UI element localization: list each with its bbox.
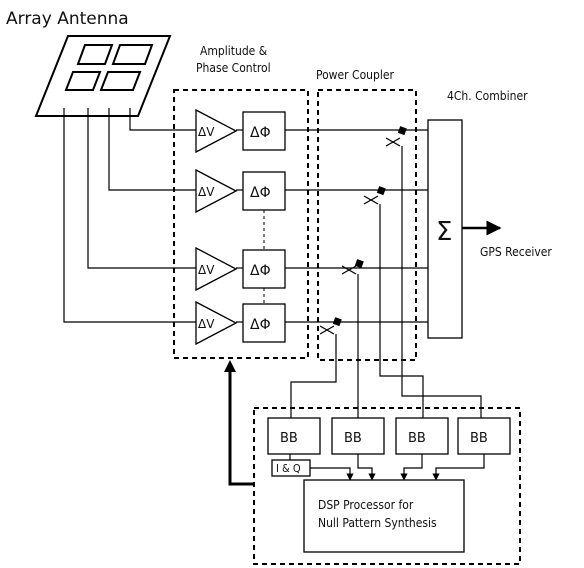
amplifier-4 [195,300,238,346]
coupler-4 [319,317,342,335]
phase-shifter-4-symbol: ΔΦ [250,317,271,333]
amplifier-1-symbol: ΔV [198,125,215,139]
amplitude-phase-control-group [173,89,309,359]
coupler-2 [363,186,386,205]
amplitude-phase-label-line1: Amplitude & [200,44,268,58]
phase-shifter-1 [242,111,286,151]
amplifier-1 [195,108,238,154]
baseband-3 [395,417,449,455]
baseband-2-label: BB [344,431,362,446]
feedback-control-arrowhead [224,360,236,372]
array-antenna [34,35,172,117]
iq-label: I & Q [276,462,301,475]
baseband-1 [267,417,321,455]
four-channel-combiner [427,119,463,339]
amplitude-phase-label-line2: Phase Control [196,61,271,75]
combiner-label: 4Ch. Combiner [447,89,528,103]
dsp-processor [303,479,465,553]
coupler-1 [385,126,407,147]
dsp-label-line1: DSP Processor for [318,498,414,512]
phase-shifter-3 [242,249,286,289]
phase-shifter-4 [242,303,286,343]
channel-1: ΔV ΔΦ [195,108,428,154]
power-coupler-label: Power Coupler [316,68,395,82]
amplifier-2-symbol: ΔV [198,185,215,199]
diagram-title: Array Antenna [6,9,129,29]
phase-shifter-1-symbol: ΔΦ [250,125,271,141]
power-coupler-group [317,89,417,361]
amplifier-3-symbol: ΔV [198,263,215,277]
channel-3: ΔV ΔΦ [195,246,428,292]
baseband-3-label: BB [408,431,426,446]
coupled-output-lines [290,146,482,418]
phase-shifter-3-symbol: ΔΦ [250,263,271,279]
amplifier-2 [195,168,238,214]
amplifier-3 [195,246,238,292]
channel-4: ΔV ΔΦ [195,300,428,346]
dsp-label-line2: Null Pattern Synthesis [318,516,437,530]
phase-shifter-2-symbol: ΔΦ [250,185,271,201]
baseband-4-label: BB [470,431,488,446]
channel-2: ΔV ΔΦ [195,168,428,214]
gps-receiver-label: GPS Receiver [480,245,552,259]
baseband-2 [331,417,385,455]
amplifier-4-symbol: ΔV [198,317,215,331]
summation-symbol: Σ [436,217,452,247]
baseband-to-dsp-arrows [310,454,485,481]
baseband-dsp-group [253,407,521,565]
baseband-1-label: BB [280,431,298,446]
antenna-feed-lines [63,108,196,323]
baseband-4 [457,417,511,455]
coupler-3 [341,259,364,275]
feedback-control-line [228,370,254,486]
